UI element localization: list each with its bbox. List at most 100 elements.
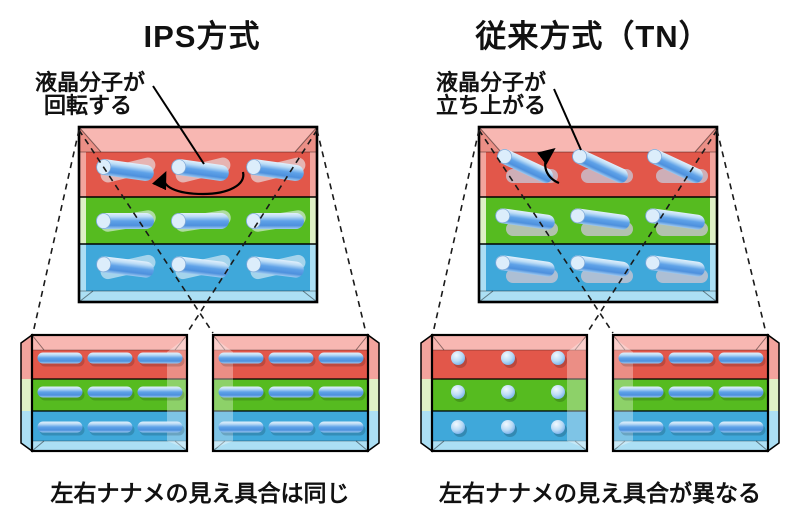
- pill-body: [268, 386, 314, 398]
- pill-body: [37, 386, 83, 398]
- molecule-cylinder: [96, 213, 154, 229]
- tn-annotation-line1: 液晶分子が: [436, 70, 546, 95]
- molecule-cylinder: [495, 208, 555, 230]
- panel-side-bevel: [479, 197, 486, 244]
- panel-side-bevel: [479, 152, 486, 197]
- molecule-cylinder: [495, 255, 555, 277]
- panel-border: [611, 333, 770, 453]
- bevel-edge: [212, 334, 226, 351]
- arrows-layer: [152, 85, 582, 196]
- panel-side-face: [421, 379, 432, 411]
- ips-right-view-panel: [211, 333, 380, 453]
- molecule-dot-end-view: [501, 420, 517, 437]
- pill-body: [668, 352, 714, 364]
- pill-body: [618, 421, 664, 433]
- panel-top-bevel: [613, 335, 768, 350]
- bevel-edge: [174, 440, 188, 452]
- molecule-pill-side-view: [87, 352, 135, 367]
- tn-right-view-panel: [611, 333, 780, 453]
- tn-left-view-panel: [420, 333, 589, 453]
- molecule-pill-side-view: [268, 386, 316, 401]
- corner-bevel: [479, 127, 501, 152]
- pill-body: [218, 421, 264, 433]
- panel-side-bevel: [310, 197, 317, 244]
- bevel-edge: [431, 334, 445, 351]
- tn-caption: 左右ナナメの見え具合が異なる: [439, 480, 761, 506]
- panel-border: [477, 125, 719, 304]
- panel-side-bevel: [710, 152, 717, 197]
- ips-large-panel: [77, 125, 319, 304]
- molecule-cylinder: [572, 148, 628, 184]
- tn-title: 従来方式（TN）: [474, 19, 710, 54]
- panel-side-bevel: [310, 152, 317, 197]
- bevel-edge: [355, 334, 369, 351]
- ips-title: IPS方式: [144, 19, 261, 54]
- bevel-edge: [212, 440, 226, 452]
- molecule-pill-side-view: [37, 386, 85, 401]
- dot-body: [501, 385, 515, 399]
- bevel-edge: [612, 334, 626, 351]
- panel-bottom-bevel: [479, 291, 717, 302]
- molecule-pill-side-view: [87, 421, 135, 436]
- molecule-cylinder: [647, 148, 703, 184]
- liquid-crystal-molecule-tilted: [495, 255, 558, 283]
- dot-body: [451, 351, 465, 365]
- pill-body: [87, 352, 133, 364]
- panel-top-bevel: [213, 335, 368, 350]
- molecule-pill-side-view: [668, 421, 716, 436]
- ips-annotation-leader-line: [152, 85, 205, 165]
- liquid-crystal-molecule-tilted: [645, 208, 708, 236]
- pill-body: [318, 352, 364, 364]
- projection-dashed-line: [716, 129, 767, 334]
- molecule-pill-side-view: [318, 421, 366, 436]
- liquid-crystal-molecule-tilted: [647, 148, 708, 184]
- panel-bottom-bevel: [32, 441, 187, 451]
- projection-dashed-line: [32, 129, 80, 334]
- panel-side-face: [768, 335, 779, 379]
- tn-annotation-line2: 立ち上がる: [436, 93, 546, 118]
- liquid-crystal-molecule-tilted: [570, 208, 633, 236]
- molecule-dot-end-view: [551, 385, 567, 402]
- panel-bottom-bevel: [213, 441, 368, 451]
- molecule-pill-side-view: [268, 421, 316, 436]
- liquid-crystal-molecule-tilted: [497, 148, 558, 184]
- molecule-pill-side-view: [618, 421, 666, 436]
- liquid-crystal-molecule-tilted: [570, 255, 633, 283]
- dot-body: [551, 385, 565, 399]
- molecule-pill-side-view: [268, 352, 316, 367]
- projection-dashed-line: [586, 129, 718, 334]
- panel-side-face: [21, 335, 32, 379]
- pill-body: [37, 352, 83, 364]
- pill-body: [218, 352, 264, 364]
- pill-body: [718, 352, 764, 364]
- panel-side-face: [421, 335, 432, 379]
- pill-body: [668, 386, 714, 398]
- molecule-pill-side-view: [137, 352, 185, 367]
- panel-top-bevel: [79, 127, 317, 152]
- molecule-dot-end-view: [451, 420, 467, 437]
- pill-body: [37, 421, 83, 433]
- dot-body: [451, 385, 465, 399]
- molecule-pill-side-view: [218, 386, 266, 401]
- bevel-edge: [574, 440, 588, 452]
- bevel-edge: [78, 290, 94, 303]
- bevel-edge: [574, 334, 588, 351]
- liquid-crystal-molecule-rotating: [246, 157, 306, 183]
- pill-body: [718, 386, 764, 398]
- molecule-pill-side-view: [668, 386, 716, 401]
- panel-border: [211, 333, 370, 453]
- ips-annotation-line2: 回転する: [44, 93, 132, 118]
- molecule-cylinder: [96, 256, 154, 278]
- corner-bevel: [695, 127, 717, 152]
- panel-border: [30, 333, 189, 453]
- molecule-pill-side-view: [718, 386, 766, 401]
- bevel-edge: [755, 440, 769, 452]
- bevel-edge: [355, 440, 369, 452]
- molecule-cylinder: [645, 208, 705, 230]
- panel-top-bevel: [479, 127, 717, 152]
- molecule-dot-end-view: [551, 351, 567, 368]
- molecule-pill-side-view: [318, 352, 366, 367]
- pill-body: [137, 421, 183, 433]
